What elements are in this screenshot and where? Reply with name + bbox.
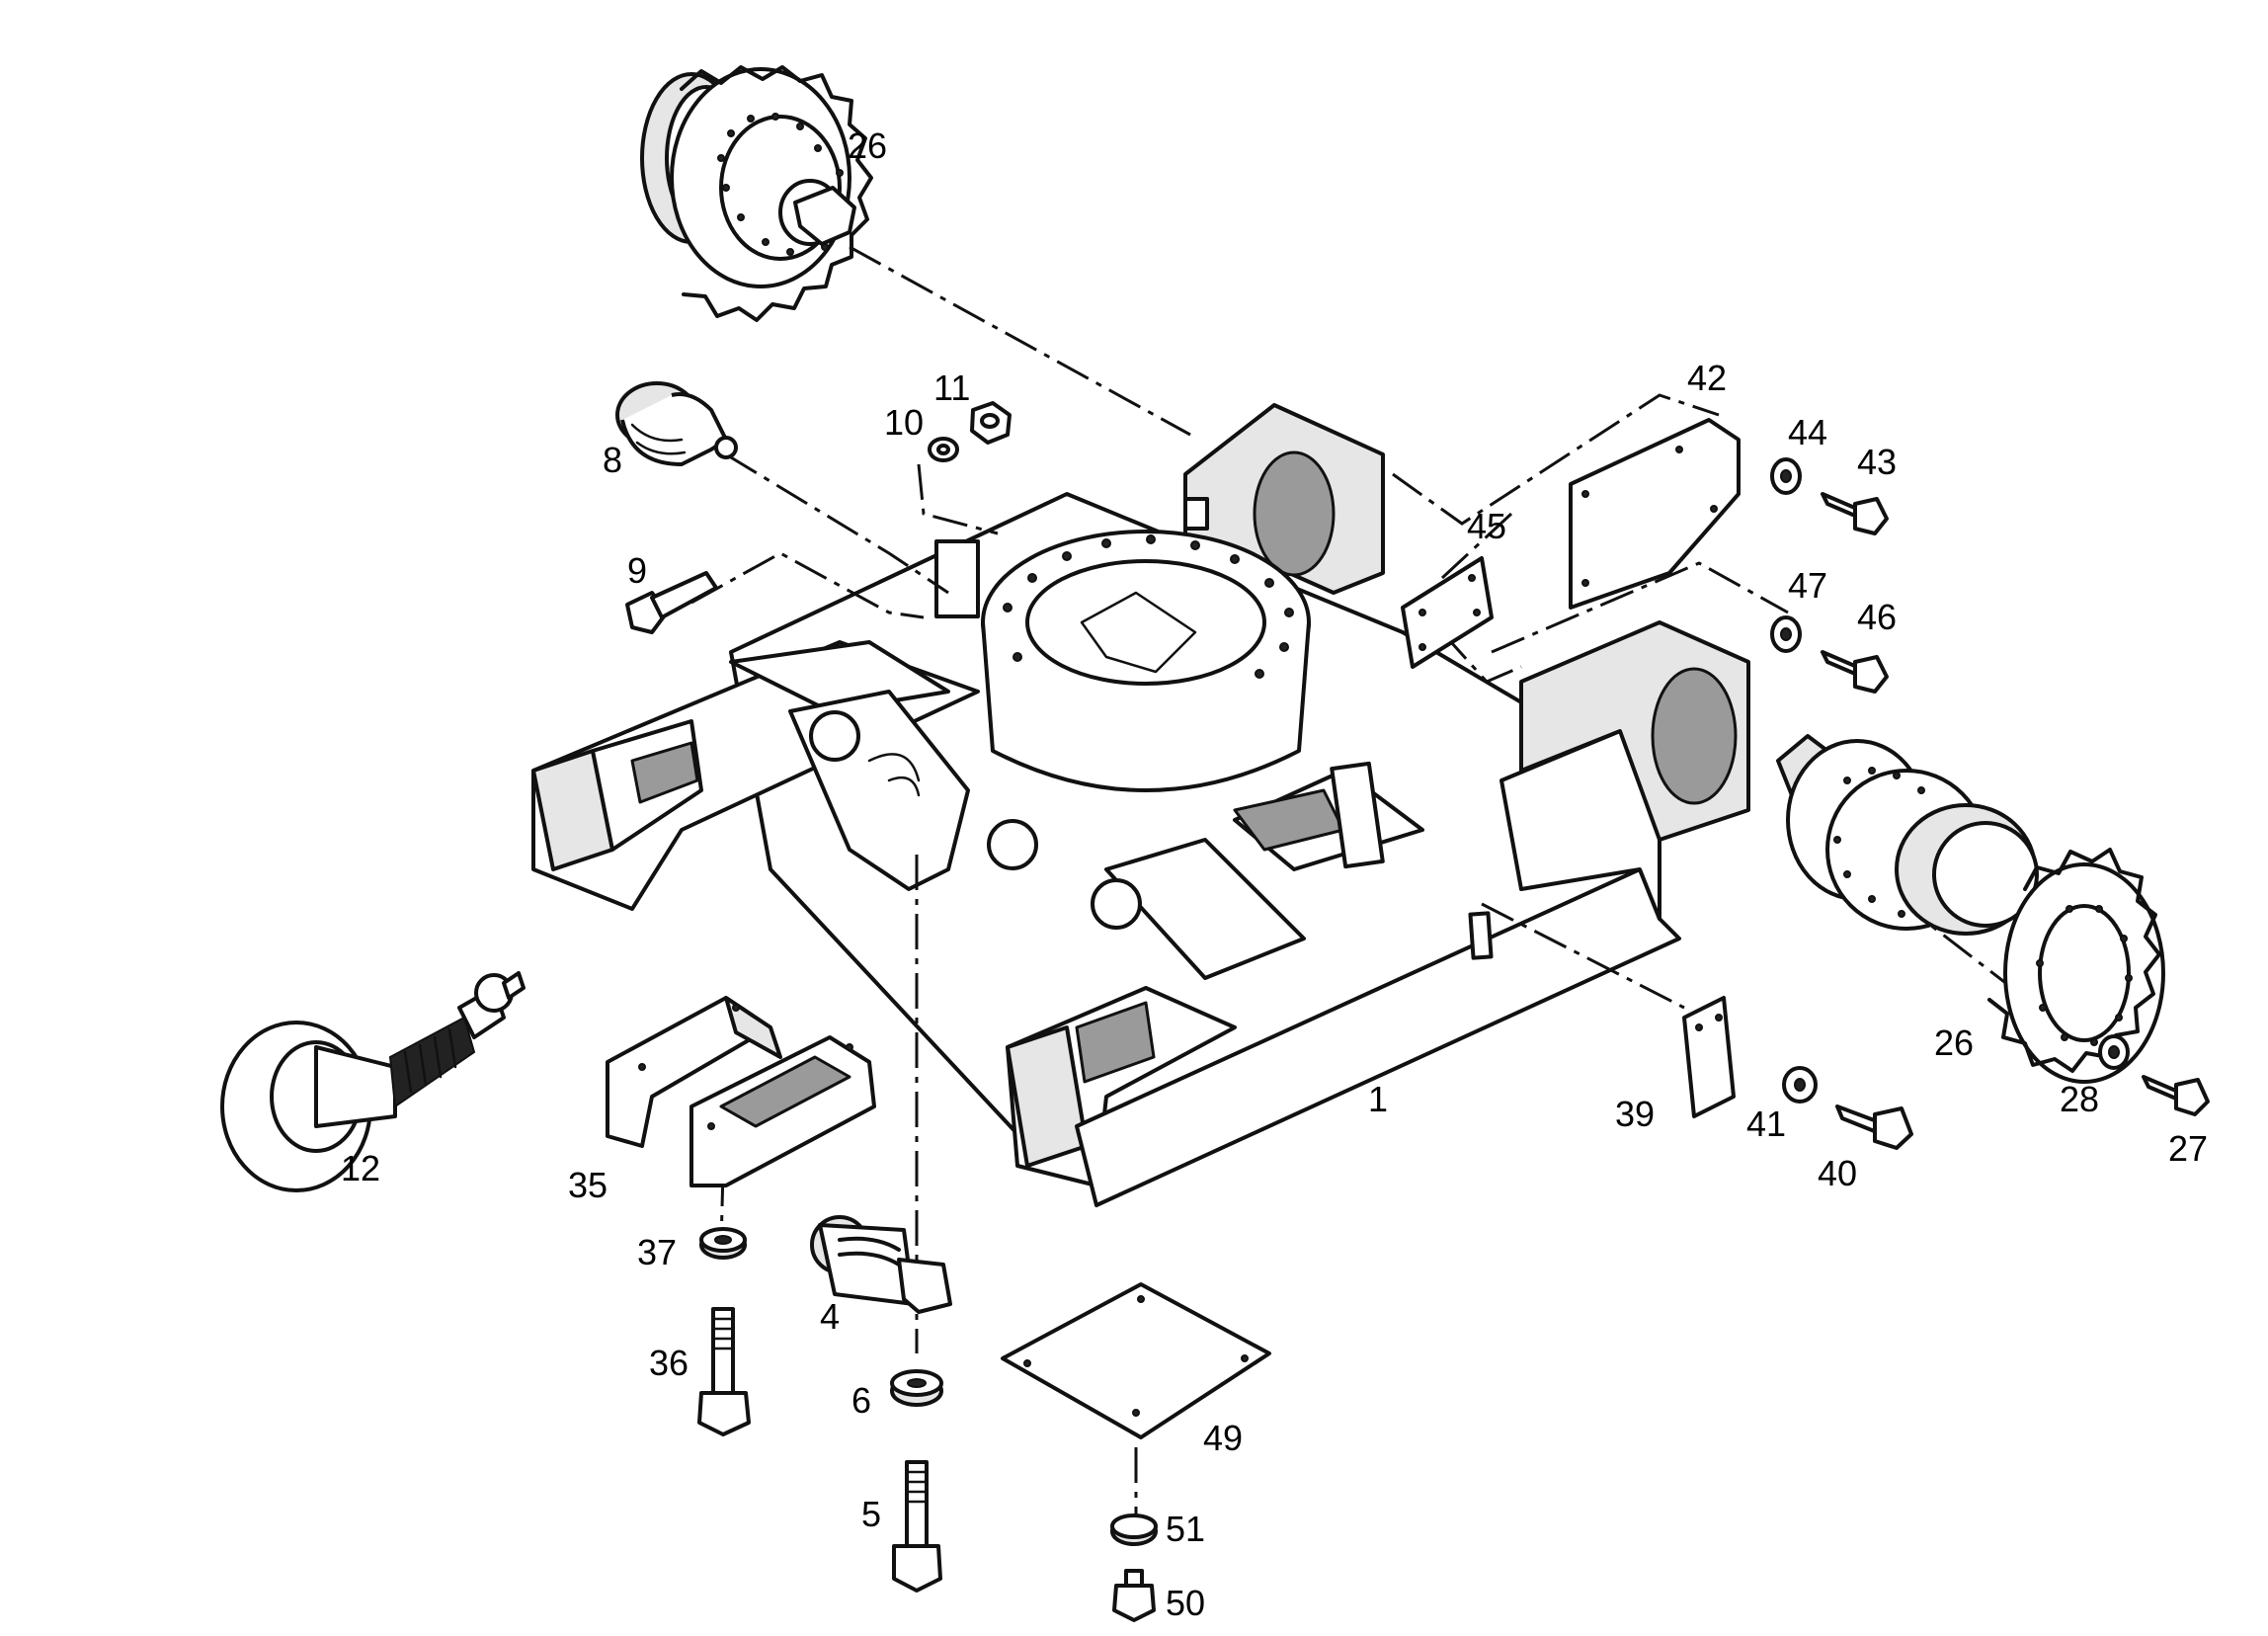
callout-51: 51 <box>1166 1509 1205 1549</box>
callout-27: 27 <box>2168 1128 2208 1169</box>
callout-40: 40 <box>1818 1153 1857 1193</box>
callout-47: 47 <box>1788 565 1827 606</box>
travel-motor-right <box>1776 734 2039 936</box>
callout-1: 1 <box>1368 1079 1388 1119</box>
undercarriage-frame <box>531 403 1750 1207</box>
callout-9: 9 <box>627 550 647 591</box>
callout-4: 4 <box>820 1296 840 1337</box>
callout-37: 37 <box>637 1232 677 1272</box>
washer-47 <box>1770 615 1802 653</box>
bolt-5 <box>892 1460 942 1593</box>
plate-42 <box>1569 418 1741 610</box>
callout-11: 11 <box>933 368 970 408</box>
track-guard <box>606 996 876 1187</box>
bolt-9 <box>625 571 718 634</box>
callout-12: 12 <box>341 1148 380 1188</box>
callout-42: 42 <box>1687 358 1727 398</box>
callout-46: 46 <box>1857 597 1897 637</box>
callout-44: 44 <box>1788 412 1827 452</box>
drive-sprocket-top <box>640 65 873 322</box>
callout-6: 6 <box>851 1380 871 1421</box>
callout-28: 28 <box>2060 1079 2099 1119</box>
washer-51 <box>1110 1513 1158 1546</box>
callout-49: 49 <box>1203 1418 1243 1458</box>
callout-43: 43 <box>1857 442 1897 482</box>
callout-36: 36 <box>649 1343 688 1383</box>
callout-45: 45 <box>1467 506 1506 546</box>
nut-11 <box>970 401 1012 445</box>
callout-labels: 1 4 5 6 8 9 10 11 12 26 26 27 28 35 36 3… <box>341 125 2208 1623</box>
callout-50: 50 <box>1166 1583 1205 1623</box>
washer-6 <box>890 1369 943 1407</box>
washer-41 <box>1782 1066 1818 1104</box>
leader-lines <box>690 245 2026 1521</box>
bolt-40 <box>1835 1104 1913 1150</box>
washer-37 <box>699 1227 747 1260</box>
drive-sprocket-right <box>1987 848 2165 1084</box>
bolt-46 <box>1821 650 1889 694</box>
cover-plate-49 <box>1001 1282 1271 1439</box>
callout-35: 35 <box>568 1165 608 1205</box>
bolt-36 <box>697 1307 751 1436</box>
callout-10: 10 <box>884 402 924 443</box>
washer-10 <box>928 437 959 462</box>
washer-28 <box>2098 1034 2130 1070</box>
plate-45 <box>1401 556 1494 669</box>
washer-44 <box>1770 457 1802 495</box>
bolt-43 <box>1821 492 1889 535</box>
ring-bolt-holes <box>1003 534 1294 679</box>
callout-26-right: 26 <box>1934 1022 1974 1063</box>
callout-39: 39 <box>1615 1094 1655 1134</box>
callout-8: 8 <box>603 440 622 480</box>
callout-26-top: 26 <box>848 125 887 166</box>
plate-39 <box>1682 996 1736 1118</box>
carrier-roller <box>810 1215 952 1314</box>
callout-5: 5 <box>861 1494 881 1534</box>
bolt-27 <box>2142 1075 2210 1116</box>
bolt-50 <box>1112 1569 1156 1622</box>
grease-cylinder <box>615 381 738 466</box>
idler-with-tension-spring <box>220 971 526 1192</box>
callout-41: 41 <box>1746 1104 1786 1144</box>
